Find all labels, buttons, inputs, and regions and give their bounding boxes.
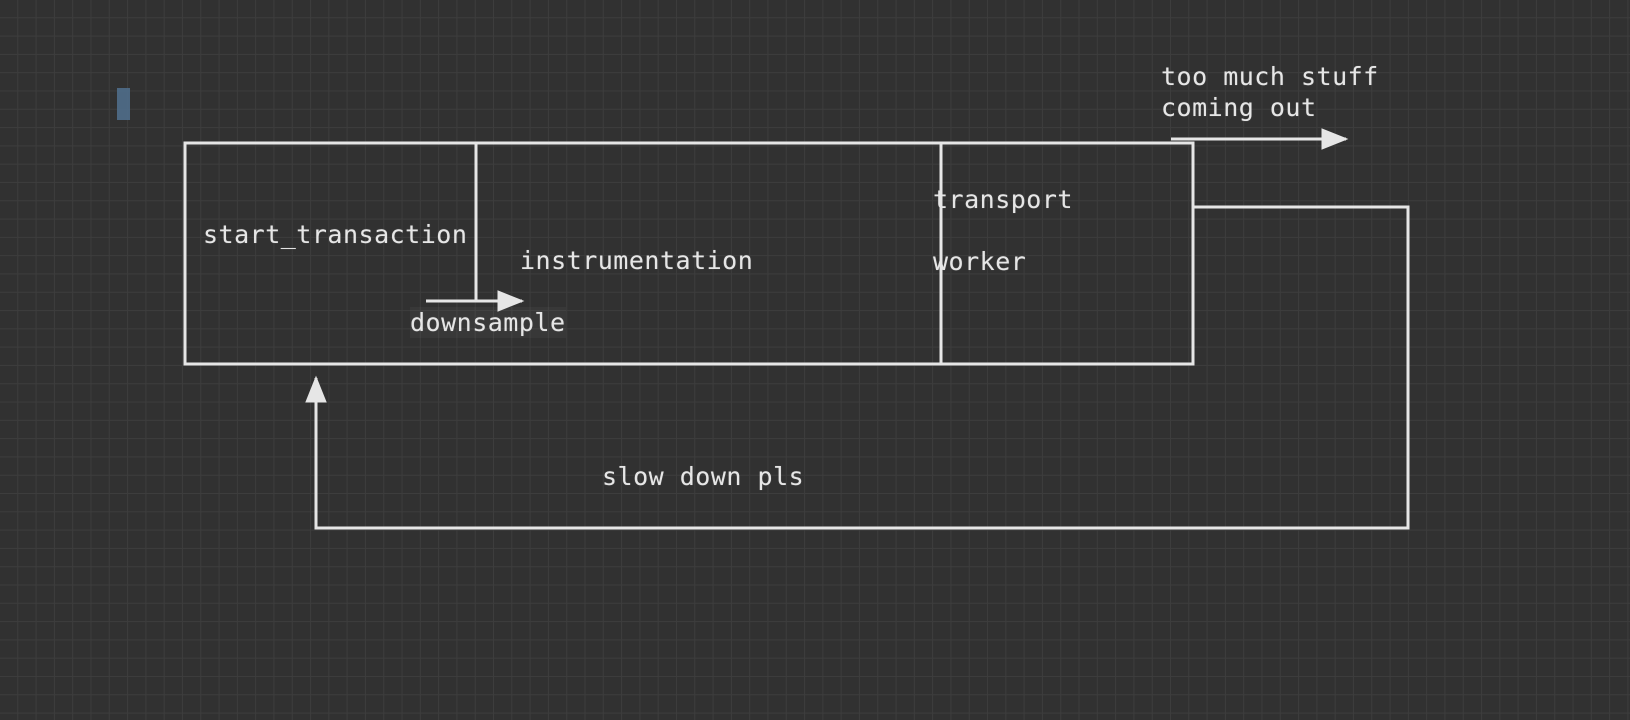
- label-transport[interactable]: transport: [933, 185, 1073, 214]
- label-start-transaction[interactable]: start_transaction: [203, 220, 468, 249]
- feedback-loop-path: [305, 205, 1410, 530]
- label-slow-down-pls[interactable]: slow down pls: [602, 462, 805, 491]
- label-worker[interactable]: worker: [933, 247, 1027, 276]
- label-too-much-stuff-line2[interactable]: coming out: [1161, 93, 1317, 122]
- label-too-much-stuff-line1[interactable]: too much stuff: [1161, 62, 1379, 91]
- label-downsample[interactable]: downsample: [410, 308, 566, 337]
- selection-marker[interactable]: [117, 88, 130, 120]
- label-instrumentation[interactable]: instrumentation: [520, 246, 754, 275]
